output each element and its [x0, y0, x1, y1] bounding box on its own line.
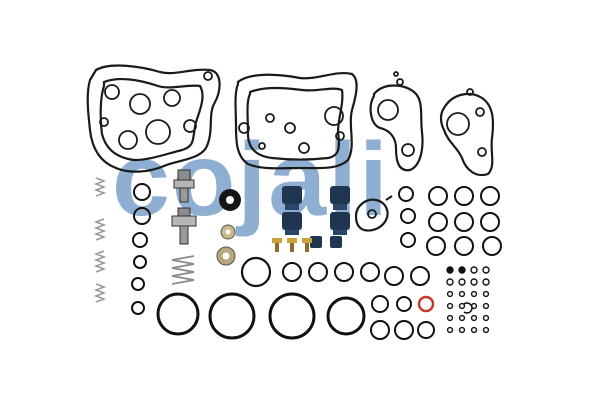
o-ring [133, 207, 151, 225]
gasket-far-right [439, 88, 495, 177]
micro-seal [458, 290, 466, 298]
rubber-boot-5 [310, 236, 322, 248]
o-ring [410, 266, 430, 286]
o-ring [308, 262, 328, 282]
small-tab-gasket [354, 195, 393, 232]
o-ring [133, 255, 147, 269]
micro-seal [446, 266, 454, 274]
micro-seal [470, 314, 478, 322]
micro-seal [482, 326, 490, 334]
o-ring [384, 266, 404, 286]
o-ring [131, 277, 145, 291]
o-ring [480, 212, 500, 232]
metal-washer [220, 224, 236, 240]
rubber-seal-black [219, 189, 241, 211]
circlip [463, 302, 473, 314]
o-ring [428, 212, 448, 232]
o-ring [428, 186, 448, 206]
rubber-boot-4 [330, 212, 350, 235]
o-ring [334, 262, 354, 282]
o-ring [394, 320, 414, 340]
o-ring [396, 296, 412, 312]
micro-seal [458, 314, 466, 322]
o-ring [326, 296, 366, 336]
brass-screw-3 [302, 238, 312, 252]
o-ring [400, 232, 416, 248]
o-ring [426, 236, 446, 256]
o-ring [132, 232, 148, 248]
micro-seal [446, 314, 454, 322]
o-ring [480, 186, 500, 206]
o-ring-set [131, 183, 502, 340]
rubber-boot-6 [330, 236, 342, 248]
rubber-boot-2 [330, 186, 350, 210]
o-ring [454, 212, 474, 232]
o-ring [156, 292, 200, 336]
micro-seal [482, 290, 490, 298]
spring-small-3 [93, 250, 107, 273]
valve-pin-lower [171, 207, 197, 245]
o-ring [240, 256, 272, 288]
spring-small-2 [93, 218, 107, 241]
micro-seal [458, 302, 466, 310]
micro-seal [446, 278, 454, 286]
o-ring [360, 262, 380, 282]
spring-small-4 [93, 283, 107, 303]
micro-seal [482, 278, 490, 286]
o-ring [282, 262, 302, 282]
micro-seal [446, 290, 454, 298]
micro-seal [458, 326, 466, 334]
o-ring [131, 301, 145, 315]
micro-seal [470, 266, 478, 274]
spring-large [171, 255, 195, 285]
gasket-right-small [369, 71, 424, 172]
micro-seal [470, 290, 478, 298]
o-ring [133, 183, 151, 201]
micro-seal [470, 326, 478, 334]
o-ring [370, 320, 390, 340]
metal-nut [216, 246, 236, 266]
micro-seal [470, 278, 478, 286]
micro-seal [458, 278, 466, 286]
o-ring [417, 321, 435, 339]
o-ring [208, 292, 256, 340]
o-ring [482, 236, 502, 256]
o-ring [371, 295, 389, 313]
rubber-boot-3 [282, 212, 302, 235]
o-ring [398, 186, 414, 202]
o-ring [400, 208, 416, 224]
rubber-boot-1 [282, 186, 302, 210]
red-seal [417, 295, 435, 313]
brass-screw-2 [287, 238, 297, 252]
gasket-center [234, 72, 358, 170]
brass-screw-1 [272, 238, 282, 252]
micro-seal [482, 314, 490, 322]
micro-seal [446, 302, 454, 310]
spring-small-1 [93, 177, 107, 197]
micro-seal [482, 266, 490, 274]
micro-seal [458, 266, 466, 274]
micro-seal [482, 302, 490, 310]
o-ring [454, 236, 474, 256]
o-ring [268, 292, 316, 340]
o-ring [454, 186, 474, 206]
valve-pin-upper [173, 169, 195, 203]
gasket-left [86, 64, 221, 173]
micro-seal [446, 326, 454, 334]
